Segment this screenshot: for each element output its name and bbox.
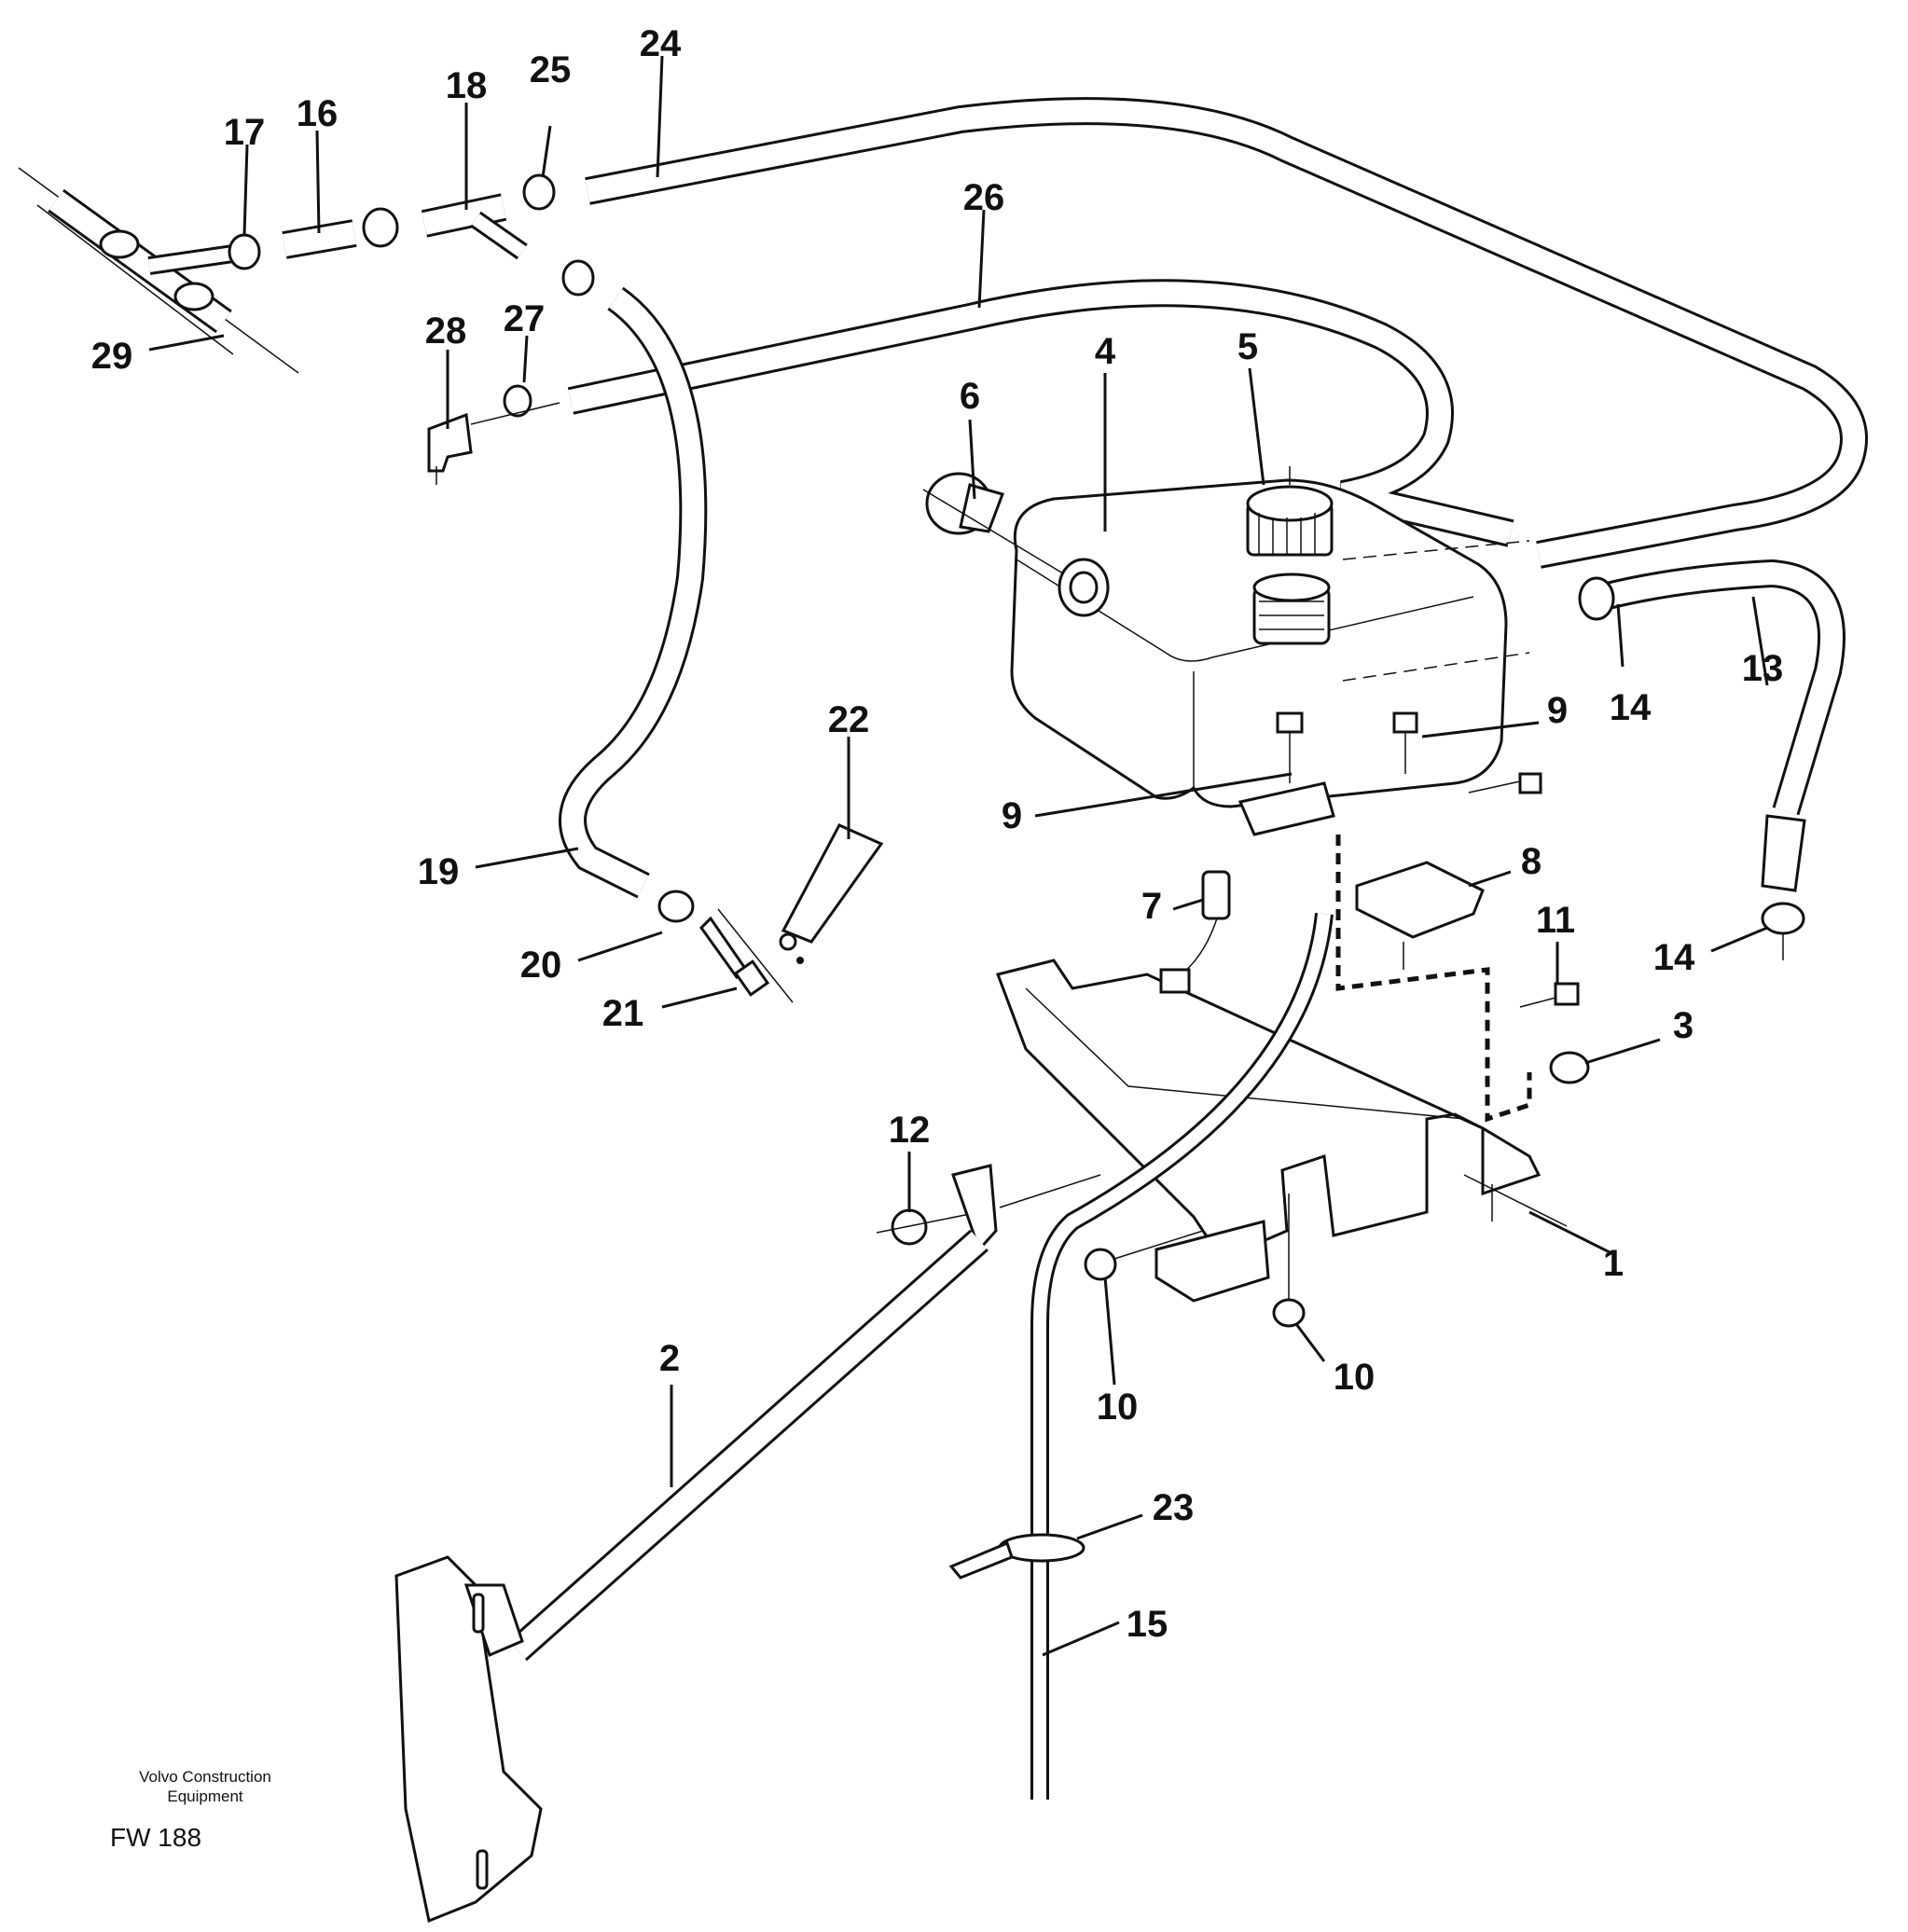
callout-10b: 10 [1334,1357,1376,1398]
nut-10a [1084,1230,1204,1281]
callout-6: 6 [960,376,980,417]
callout-16: 16 [297,93,339,134]
callout-19: 19 [418,851,460,892]
main-pipe-29 [18,167,299,374]
pump-7 [1159,870,1231,994]
caption-line-1: Volvo Construction [139,1768,271,1786]
elbow-28 [427,384,560,485]
nozzle-21 [699,908,794,1003]
callout-11: 11 [1536,900,1575,941]
callout-3: 3 [1673,1005,1694,1046]
callout-7: 7 [1141,886,1162,927]
nut-10b [1272,1194,1306,1328]
publisher-caption: Volvo Construction Equipment [103,1767,308,1806]
callout-21: 21 [602,993,644,1034]
clip-8 [1355,861,1485,970]
leader-lines [148,55,1769,1657]
callout-9a: 9 [1002,795,1022,836]
filler-cap-5 [1246,466,1334,557]
reservoir-tank-4 [1010,478,1530,808]
hose-19 [559,286,708,923]
hose-13 [1578,559,1846,960]
callout-5: 5 [1237,326,1258,367]
callout-28: 28 [425,310,467,352]
caption-line-2: Equipment [167,1787,243,1805]
nut-3 [1549,1051,1590,1084]
figure-code: FW 188 [110,1823,202,1852]
bolt-11 [1519,982,1580,1008]
callout-2: 2 [659,1338,680,1379]
bolt-upper [1468,772,1542,794]
callout-27: 27 [504,298,546,339]
connector-16 [282,207,399,259]
nut-12 [876,1208,971,1246]
bolt-9b [1392,711,1418,774]
tee-18 [421,173,595,297]
callout-13: 13 [1742,648,1784,689]
callout-4: 4 [1095,331,1116,372]
callout-18: 18 [446,65,488,106]
callout-9b: 9 [1547,690,1568,731]
callout-20: 20 [520,945,562,986]
callout-24: 24 [640,23,682,64]
hose-15 [1030,912,1334,1800]
clamp-23 [948,1533,1085,1580]
callout-22: 22 [828,699,870,740]
callout-15: 15 [1127,1604,1168,1645]
bracket-frame-1 [996,959,1568,1303]
callout-17: 17 [224,112,266,153]
callout-14b: 14 [1653,937,1695,978]
callout-14a: 14 [1610,687,1652,728]
callout-23: 23 [1153,1487,1195,1528]
hose-26 [567,279,1514,547]
bolt-9a [1237,711,1335,836]
sealant-tube-22 [779,823,884,964]
callout-8: 8 [1521,841,1542,882]
callout-26: 26 [963,177,1005,218]
callout-12: 12 [889,1110,931,1151]
hose-24 [585,97,1868,569]
callout-labels: 1 2 3 4 5 6 7 8 9 9 10 10 11 12 13 14 14… [91,23,1784,1645]
support-arm-2 [394,1164,1101,1924]
callout-25: 25 [530,49,572,90]
tee-fitting-17 [147,233,261,275]
callout-10a: 10 [1097,1387,1139,1428]
callout-1: 1 [1603,1243,1624,1284]
callout-29: 29 [91,336,133,377]
